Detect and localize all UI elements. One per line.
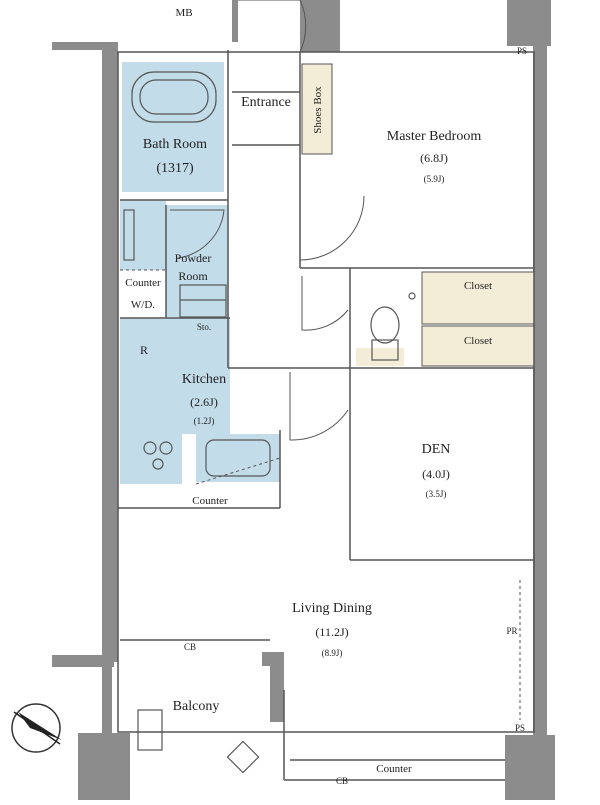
entrance-label: Entrance — [241, 95, 291, 110]
shoes-box-label: Shoes Box — [312, 86, 324, 134]
storage-label: Sto. — [197, 322, 211, 332]
closet-upper — [421, 271, 535, 325]
unit-outline — [117, 51, 535, 733]
master-bedroom-size: (6.8J) — [420, 151, 448, 165]
kitchen-sub-size: (1.2J) — [194, 416, 215, 426]
den-size: (4.0J) — [422, 467, 450, 481]
structural-walls — [52, 0, 555, 800]
kitchen-size: (2.6J) — [190, 395, 218, 409]
sink-diagonal — [195, 457, 281, 485]
living-dining-sub-size: (8.9J) — [322, 648, 343, 658]
entrance-door — [238, 0, 307, 53]
balcony-ac-unit — [137, 709, 163, 751]
sink-area — [196, 434, 280, 482]
mb-label: MB — [175, 7, 192, 19]
stove-burner-3 — [152, 458, 164, 470]
stove-burner-1 — [143, 441, 157, 455]
bedroom-door — [299, 195, 365, 261]
wall-top-middle — [300, 0, 340, 52]
north-arrow-icon — [11, 703, 62, 753]
bathtub — [131, 71, 217, 123]
toilet — [370, 306, 400, 344]
wall-balcony-left — [52, 655, 114, 667]
ps-bottom-label: PS — [515, 723, 525, 733]
kitchen-name: Kitchen — [182, 372, 226, 387]
wall-balcony-right-lower — [270, 652, 284, 722]
closet-lower — [421, 325, 535, 367]
cb-bottom-label: CB — [336, 776, 348, 786]
refrigerator-label: R — [140, 343, 148, 357]
powder-room-line1: Powder — [175, 251, 212, 265]
column-bottom-right — [505, 735, 555, 800]
dashed-lines — [120, 269, 521, 720]
toilet-paper-holder — [408, 292, 416, 300]
bottom-counter-label: Counter — [376, 763, 412, 775]
fixtures — [123, 71, 416, 774]
toilet-tank — [371, 339, 399, 361]
wall-entrance-left — [232, 0, 238, 42]
doors — [170, 0, 365, 441]
bath-room-name: Bath Room — [143, 137, 207, 152]
balcony-label: Balcony — [173, 699, 220, 714]
toilet-door — [301, 276, 349, 331]
bathtub-inner — [139, 79, 209, 115]
powder-room-door — [170, 209, 225, 259]
bath-room-size: (1317) — [156, 161, 194, 176]
master-bedroom-name: Master Bedroom — [387, 129, 482, 144]
room-labels: MB Entrance Shoes Box Master Bedroom (6.… — [125, 7, 527, 786]
counter-wd-line1: Counter — [125, 277, 161, 289]
toilet-floor-strip — [356, 348, 404, 366]
master-bedroom-sub-size: (5.9J) — [424, 174, 445, 184]
powder-room-area — [166, 205, 228, 317]
wall-top-left — [52, 42, 110, 50]
storage-box — [179, 284, 227, 318]
shoes-box-cabinet — [301, 63, 333, 155]
ps-top-label: PS — [517, 46, 527, 56]
powder-room-line2: Room — [178, 269, 208, 283]
kitchen-area — [120, 318, 230, 434]
wet-areas — [120, 62, 280, 484]
counter-wd-area — [120, 200, 166, 270]
stove-burner-2 — [159, 441, 173, 455]
kitchen-counter-label: Counter — [192, 495, 228, 507]
closets — [301, 63, 535, 367]
closet-upper-label: Closet — [464, 280, 492, 292]
column-bottom-left — [78, 733, 130, 800]
column-top-right — [507, 0, 551, 46]
kitchen-sink — [205, 439, 271, 477]
counter-wd-line2: W/D. — [131, 299, 155, 311]
den-sub-size: (3.5J) — [426, 489, 447, 499]
living-dining-name: Living Dining — [292, 601, 372, 616]
wall-right — [533, 42, 547, 742]
cb-balcony-label: CB — [184, 642, 196, 652]
den-door — [289, 372, 349, 441]
living-dining-size: (11.2J) — [315, 625, 348, 639]
bath-room-area — [122, 62, 224, 192]
wall-left — [102, 42, 118, 662]
den-name: DEN — [422, 442, 451, 457]
washbasin — [123, 209, 135, 261]
pr-label: PR — [506, 626, 517, 636]
closet-lower-label: Closet — [464, 335, 492, 347]
balcony-hatch — [226, 740, 260, 774]
